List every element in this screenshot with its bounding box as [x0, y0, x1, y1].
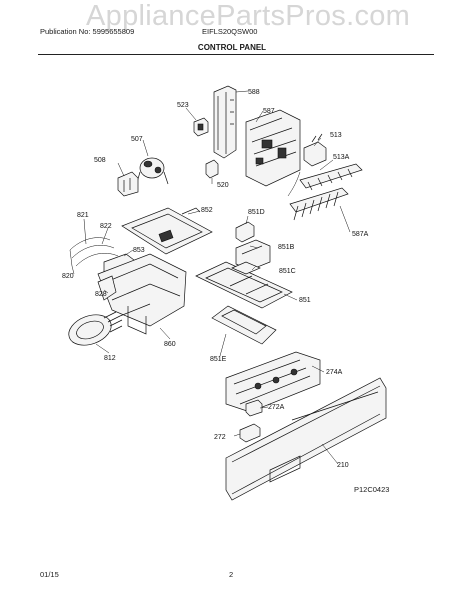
callout-588: 588 [248, 89, 260, 96]
callout-587A: 587A [352, 231, 369, 238]
callout-272A: 272A [268, 404, 285, 411]
callout-523: 523 [177, 102, 189, 109]
part-523 [193, 117, 209, 137]
part-513A [287, 163, 363, 197]
part-210 [225, 377, 387, 501]
callout-851E: 851E [210, 356, 227, 363]
part-272 [239, 423, 261, 443]
part-851 [195, 261, 293, 309]
part-828 [97, 275, 117, 301]
part-272A [245, 399, 263, 417]
callout-274A: 274A [326, 369, 343, 376]
part-821-822-820-hoses [69, 237, 119, 267]
part-852 [121, 207, 213, 255]
callout-820: 820 [62, 273, 74, 280]
watermark: AppliancePartsPros.com [86, 0, 411, 32]
footer-date: 01/15 [40, 570, 59, 579]
callout-860: 860 [164, 341, 176, 348]
part-520 [205, 159, 219, 179]
part-587A [289, 187, 349, 221]
part-812 [68, 311, 123, 346]
part-513 [303, 133, 327, 167]
part-507 [135, 157, 169, 187]
callout-513A: 513A [333, 154, 350, 161]
callout-513: 513 [330, 132, 342, 139]
part-588 [213, 85, 237, 159]
callout-812: 812 [104, 355, 116, 362]
part-274A [225, 351, 321, 413]
callout-851C: 851C [279, 268, 296, 275]
part-587 [245, 109, 301, 187]
callout-508: 508 [94, 157, 106, 164]
callout-852: 852 [201, 207, 213, 214]
part-851E [211, 305, 277, 345]
part-851D [235, 221, 255, 243]
callout-853: 853 [133, 247, 145, 254]
section-title: CONTROL PANEL [197, 43, 267, 52]
callout-851B: 851B [278, 244, 295, 251]
model-number: EIFLS20QSW00 [202, 27, 258, 36]
callout-851: 851 [299, 297, 311, 304]
callout-210: 210 [337, 462, 349, 469]
page-number: 2 [229, 570, 234, 579]
callout-828: 828 [95, 291, 107, 298]
callout-821: 821 [77, 212, 89, 219]
callout-520: 520 [217, 182, 229, 189]
callout-822: 822 [100, 223, 112, 230]
part-508 [117, 171, 139, 197]
part-851C [231, 261, 261, 275]
callout-507: 507 [131, 136, 143, 143]
callout-587: 587 [263, 108, 275, 115]
leader-lines [71, 90, 351, 465]
callout-851D: 851D [248, 209, 265, 216]
callout-272: 272 [214, 434, 226, 441]
part-860 [97, 253, 187, 335]
figure-id: P12C0423 [354, 485, 390, 494]
publication-number: Publication No: 5995655809 [40, 27, 135, 36]
header-rule [38, 54, 434, 55]
